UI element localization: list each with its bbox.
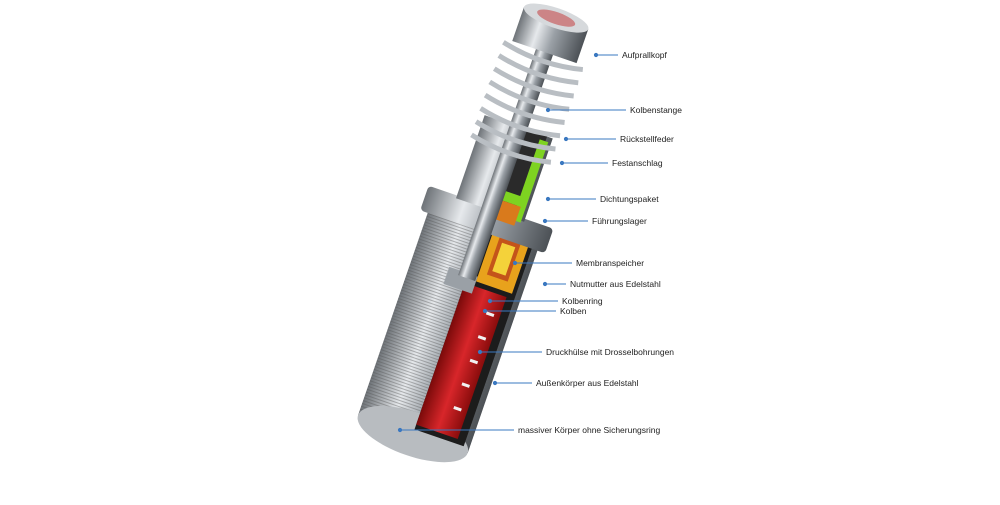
label-massiver_koerper: massiver Körper ohne Sicherungsring [518, 425, 661, 435]
label-rueckstellfeder: Rückstellfeder [620, 134, 674, 144]
leader-dot-aussenkoerper [492, 380, 498, 386]
leader-dot-membranspeicher [512, 260, 518, 266]
label-membranspeicher: Membranspeicher [576, 258, 645, 268]
label-nutmutter: Nutmutter aus Edelstahl [570, 279, 661, 289]
label-festanschlag: Festanschlag [612, 158, 663, 168]
label-aufprallkopf: Aufprallkopf [622, 50, 667, 60]
label-kolbenring: Kolbenring [562, 296, 603, 306]
leader-dot-dichtungspaket [545, 196, 551, 202]
leader-dot-druckhuelse [477, 349, 483, 355]
leader-dot-kolbenring [487, 298, 493, 304]
leader-dot-massiver_koerper [397, 427, 403, 433]
leader-dot-rueckstellfeder [563, 136, 569, 142]
leader-dot-fuehrungslager [542, 218, 548, 224]
leader-dot-kolbenstange [545, 107, 551, 113]
pressure-sleeve [416, 282, 507, 439]
leader-dot-festanschlag [559, 160, 565, 166]
label-aussenkoerper: Außenkörper aus Edelstahl [536, 378, 639, 388]
label-druckhuelse: Druckhülse mit Drosselbohrungen [546, 347, 675, 357]
label-fuehrungslager: Führungslager [592, 216, 647, 226]
leader-dot-kolben [482, 308, 488, 314]
impact-head [512, 7, 589, 64]
leader-dot-aufprallkopf [593, 52, 599, 58]
return-spring [470, 40, 584, 165]
body-bottom [357, 406, 469, 463]
piston [443, 266, 478, 294]
label-dichtungspaket: Dichtungspaket [600, 194, 659, 204]
label-kolben: Kolben [560, 306, 587, 316]
label-kolbenstange: Kolbenstange [630, 105, 682, 115]
leader-dot-nutmutter [542, 281, 548, 287]
